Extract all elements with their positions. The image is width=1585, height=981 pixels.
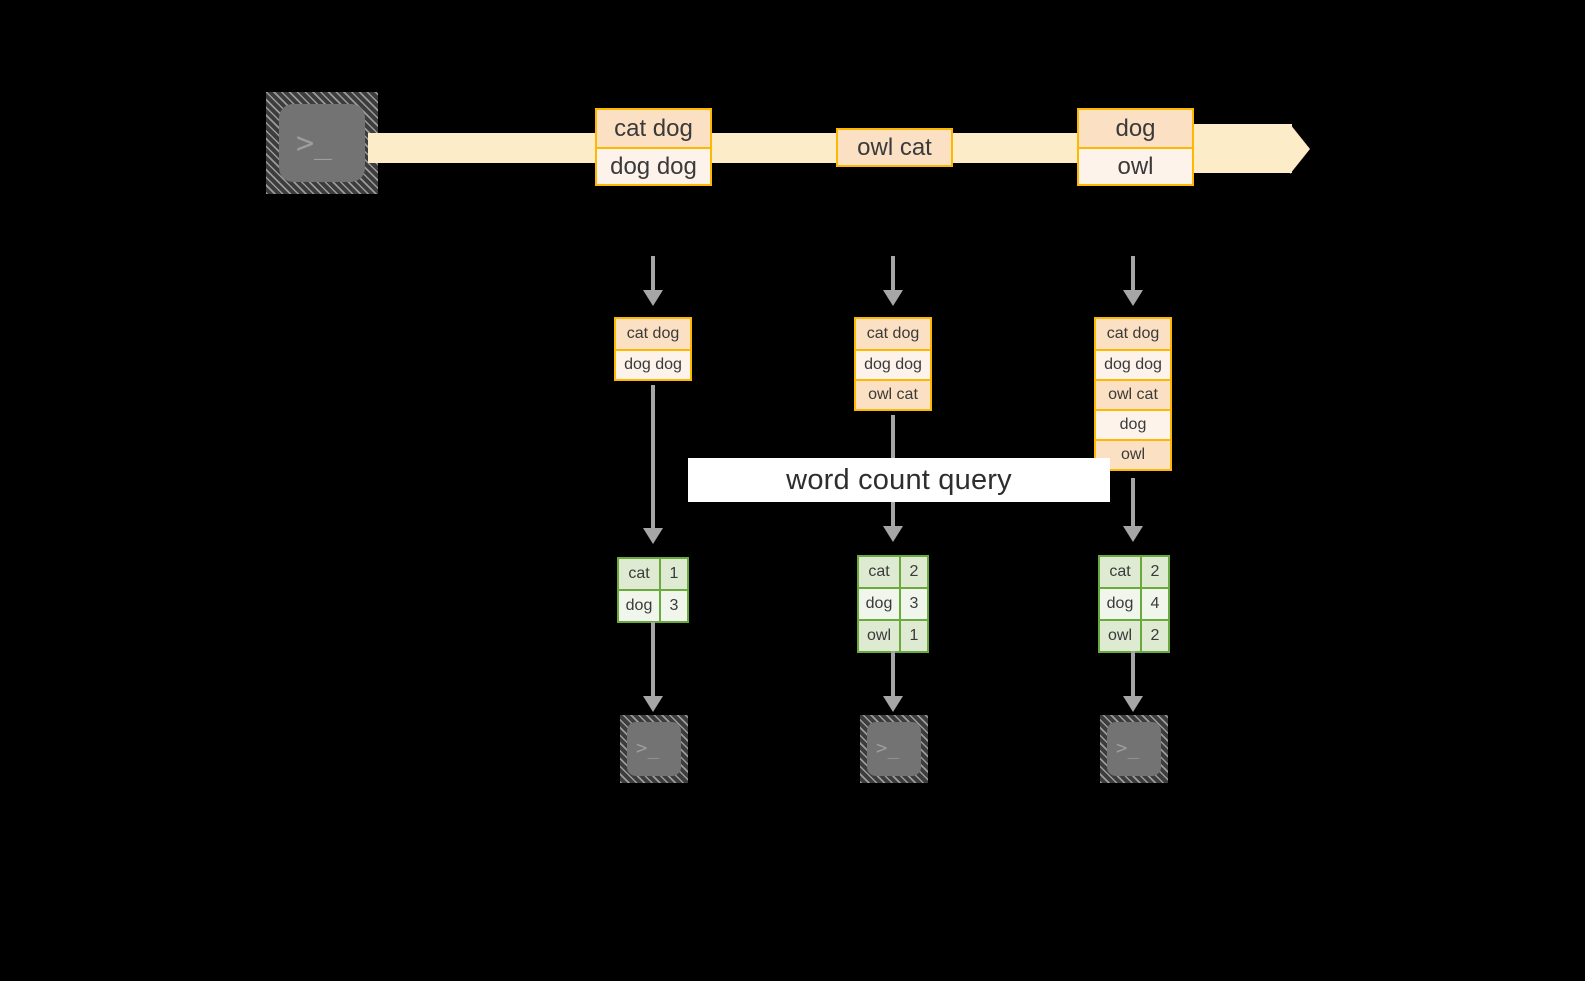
terminal-prompt-glyph: >_	[636, 737, 659, 759]
terminal-body	[867, 722, 921, 776]
terminal-body	[627, 722, 681, 776]
batch-2-sink-arrowhead	[883, 696, 903, 712]
batch-2-dashed-connector	[891, 256, 895, 292]
batch-2-result-table: cat 2 dog 3 owl 1	[857, 555, 929, 653]
stream-record-line: dog dog	[597, 147, 710, 184]
batch-1-query-arrowhead	[643, 528, 663, 544]
stream-record-line: cat dog	[597, 110, 710, 147]
stream-record-3: dog owl	[1077, 108, 1194, 186]
batch-2-dashed-arrowhead	[883, 290, 903, 306]
batch-input-line: dog dog	[1096, 349, 1170, 379]
result-row: dog 3	[619, 589, 687, 621]
terminal-body	[279, 104, 365, 182]
result-count: 4	[1140, 589, 1168, 619]
query-banner: word count query	[688, 458, 1110, 502]
batch-1-dashed-arrowhead	[643, 290, 663, 306]
batch-input-line: dog	[1096, 409, 1170, 439]
result-count: 2	[899, 557, 927, 587]
stream-record-line: owl cat	[838, 130, 951, 165]
result-word: dog	[859, 589, 899, 619]
result-word: dog	[619, 591, 659, 621]
result-count: 3	[659, 591, 687, 621]
result-word: dog	[1100, 589, 1140, 619]
terminal-body	[1107, 722, 1161, 776]
batch-1-query-connector	[651, 385, 655, 533]
batch-3-sink-connector	[1131, 651, 1135, 701]
batch-2-input-table: cat dog dog dog owl cat	[854, 317, 932, 411]
batch-3-sink-arrowhead	[1123, 696, 1143, 712]
terminal-prompt-glyph: >_	[1116, 737, 1139, 759]
result-row: cat 1	[619, 559, 687, 589]
result-row: dog 3	[859, 587, 927, 619]
query-banner-label: word count query	[786, 463, 1012, 496]
result-row: dog 4	[1100, 587, 1168, 619]
batch-1-input-table: cat dog dog dog	[614, 317, 692, 381]
stream-record-2: owl cat	[836, 128, 953, 167]
terminal-prompt-glyph: >_	[296, 126, 333, 161]
result-count: 1	[659, 559, 687, 589]
result-word: cat	[619, 559, 659, 589]
source-terminal-icon: >_	[266, 92, 378, 194]
batch-2-sink-connector	[891, 651, 895, 701]
result-word: cat	[859, 557, 899, 587]
stream-arrow-band-wide	[1192, 124, 1292, 173]
batch-3-input-table: cat dog dog dog owl cat dog owl	[1094, 317, 1172, 471]
result-row: cat 2	[859, 557, 927, 587]
result-count: 2	[1140, 557, 1168, 587]
batch-1-sink-arrowhead	[643, 696, 663, 712]
terminal-prompt-glyph: >_	[876, 737, 899, 759]
batch-1-dashed-connector	[651, 256, 655, 292]
result-row: owl 1	[859, 619, 927, 651]
result-word: cat	[1100, 557, 1140, 587]
batch-3-sink-terminal-icon: >_	[1100, 715, 1168, 783]
stream-record-line: dog	[1079, 110, 1192, 147]
result-count: 1	[899, 621, 927, 651]
batch-2-query-arrowhead	[883, 526, 903, 542]
batch-1-sink-connector	[651, 622, 655, 700]
batch-input-line: dog dog	[856, 349, 930, 379]
batch-input-line: owl cat	[1096, 379, 1170, 409]
batch-3-query-connector	[1131, 478, 1135, 531]
batch-2-sink-terminal-icon: >_	[860, 715, 928, 783]
stream-record-line: owl	[1079, 147, 1192, 184]
result-word: owl	[859, 621, 899, 651]
batch-input-line: cat dog	[1096, 319, 1170, 349]
result-row: cat 2	[1100, 557, 1168, 587]
result-row: owl 2	[1100, 619, 1168, 651]
batch-1-result-table: cat 1 dog 3	[617, 557, 689, 623]
stream-arrow-head	[1290, 124, 1310, 174]
result-count: 2	[1140, 621, 1168, 651]
batch-3-query-arrowhead	[1123, 526, 1143, 542]
batch-3-dashed-arrowhead	[1123, 290, 1143, 306]
result-count: 3	[899, 589, 927, 619]
batch-input-line: cat dog	[856, 319, 930, 349]
stream-record-1: cat dog dog dog	[595, 108, 712, 186]
result-word: owl	[1100, 621, 1140, 651]
batch-1-sink-terminal-icon: >_	[620, 715, 688, 783]
batch-input-line: dog dog	[616, 349, 690, 379]
batch-input-line: owl cat	[856, 379, 930, 409]
batch-input-line: cat dog	[616, 319, 690, 349]
batch-3-result-table: cat 2 dog 4 owl 2	[1098, 555, 1170, 653]
batch-3-dashed-connector	[1131, 256, 1135, 292]
